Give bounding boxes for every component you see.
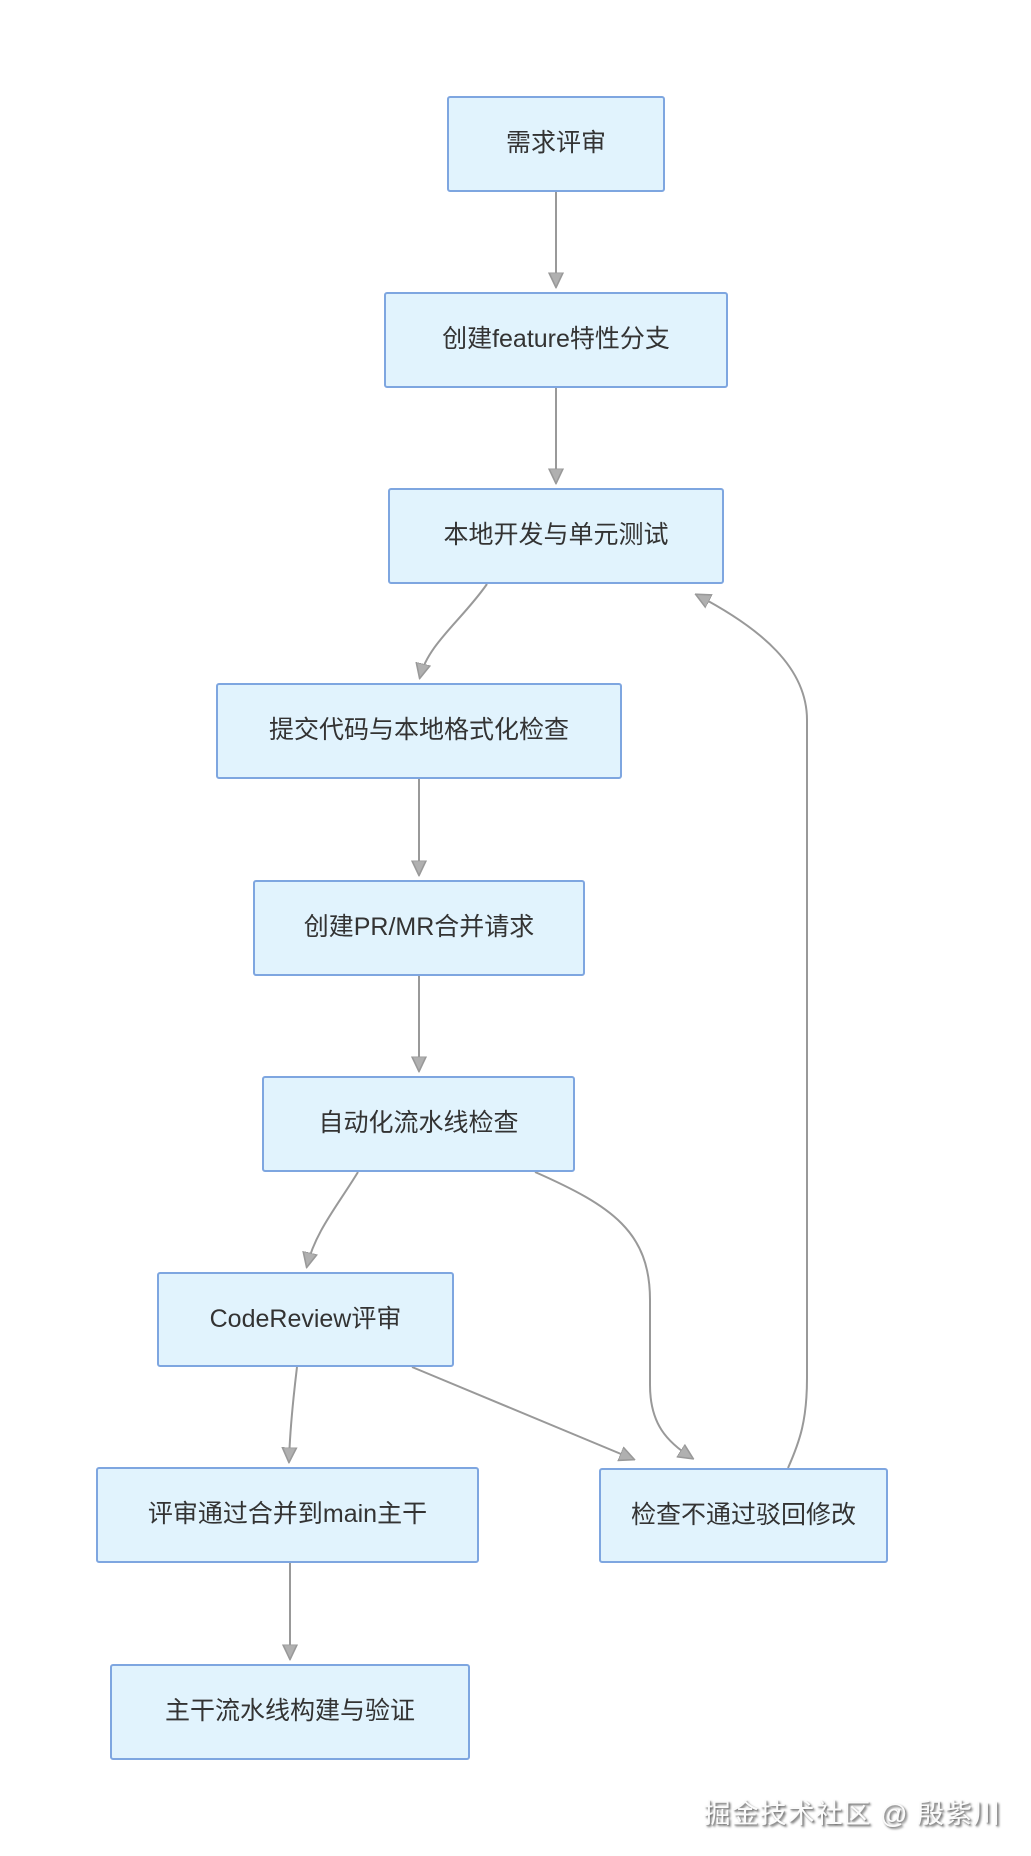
- node-main-pipeline-verify: 主干流水线构建与验证: [110, 1664, 470, 1760]
- node-requirements-review: 需求评审: [447, 96, 665, 192]
- node-label: CodeReview评审: [209, 1304, 402, 1333]
- node-code-review: CodeReview评审: [157, 1272, 454, 1367]
- node-merge-to-main: 评审通过合并到main主干: [96, 1467, 479, 1563]
- node-create-pr-mr: 创建PR/MR合并请求: [253, 880, 585, 976]
- node-reject-modify: 检查不通过驳回修改: [599, 1468, 888, 1563]
- edge-pipeline-to-reject: [534, 1171, 692, 1458]
- node-label: 主干流水线构建与验证: [164, 1697, 415, 1726]
- edges-group: [289, 192, 808, 1658]
- node-commit-format-check: 提交代码与本地格式化检查: [216, 683, 622, 779]
- node-label: 提交代码与本地格式化检查: [268, 716, 569, 745]
- node-label: 需求评审: [505, 129, 606, 158]
- node-label: 自动化流水线检查: [318, 1109, 519, 1138]
- edge-localdev-to-commit: [420, 583, 488, 677]
- node-pipeline-check: 自动化流水线检查: [262, 1076, 575, 1172]
- node-label: 检查不通过驳回修改: [630, 1500, 856, 1529]
- edge-codereview-to-reject: [411, 1366, 633, 1459]
- edge-pipeline-to-codereview: [307, 1171, 359, 1266]
- watermark-text: 掘金技术社区 @ 殷紫川: [703, 1799, 1001, 1829]
- node-label: 创建feature特性分支: [442, 325, 670, 354]
- edge-reject-back-to-localdev: [697, 595, 808, 1469]
- node-label: 本地开发与单元测试: [443, 521, 669, 550]
- node-local-dev-unit-test: 本地开发与单元测试: [388, 488, 724, 584]
- node-label: 评审通过合并到main主干: [147, 1500, 428, 1529]
- edge-codereview-to-merge: [289, 1366, 298, 1461]
- node-label: 创建PR/MR合并请求: [303, 913, 535, 942]
- node-create-feature-branch: 创建feature特性分支: [384, 292, 728, 388]
